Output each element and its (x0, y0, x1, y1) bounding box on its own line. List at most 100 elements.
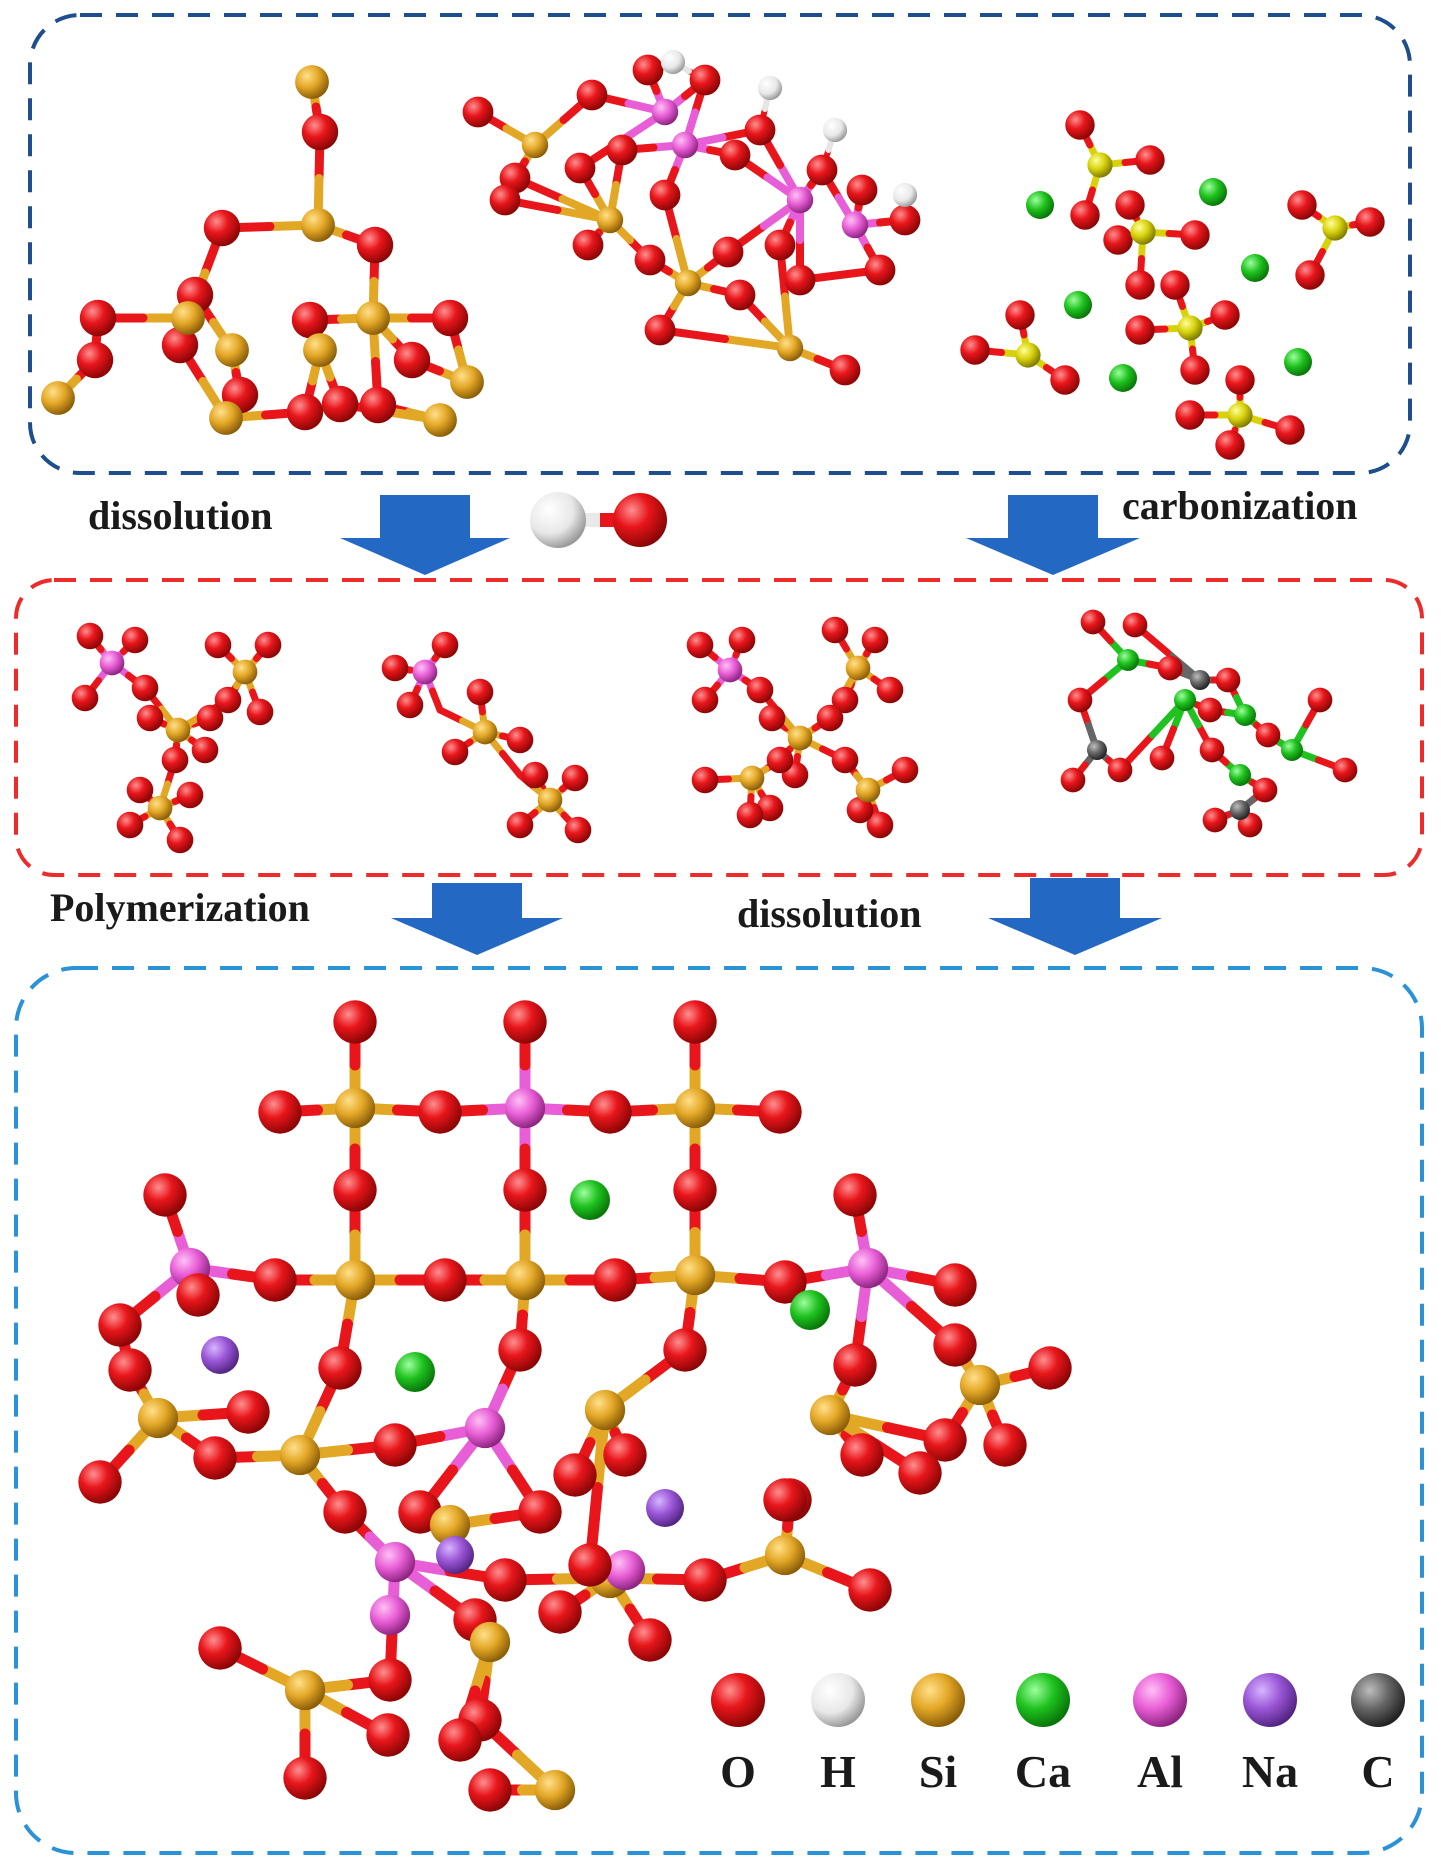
atom-o (318, 1346, 362, 1390)
atom-o (121, 626, 149, 654)
atom-o (204, 631, 232, 659)
atom-o (603, 1433, 647, 1477)
atom-o (628, 1618, 672, 1662)
atom-o (176, 781, 204, 809)
atom-si (787, 725, 813, 751)
atom-o (1122, 612, 1148, 638)
legend-label-al: Al (1137, 1746, 1183, 1797)
atom-o (649, 179, 681, 211)
atom-c (1230, 800, 1250, 820)
atom-o (441, 738, 469, 766)
atom-o (1180, 355, 1210, 385)
atom-o (176, 1273, 220, 1317)
atom-o (79, 299, 117, 337)
atom-s (1227, 402, 1253, 428)
atom-o (846, 174, 878, 206)
atom-o (1225, 365, 1255, 395)
atom-o (98, 1303, 142, 1347)
atom-o (933, 1263, 977, 1307)
atom-o (689, 64, 721, 96)
label-dissolution-mid: dissolution (737, 891, 922, 936)
atom-o (253, 1258, 297, 1302)
atom-o (1149, 745, 1175, 771)
atom-o (1125, 270, 1155, 300)
legend-swatch-na (1243, 1673, 1297, 1727)
atom-si (537, 787, 563, 813)
legend-swatch-c (1351, 1673, 1405, 1727)
atom-o (1125, 315, 1155, 345)
atom-o (960, 335, 990, 365)
atom-al (847, 1247, 889, 1289)
atom-si (295, 65, 329, 99)
atom-si (674, 269, 702, 297)
atom-o (423, 1258, 467, 1302)
legend-label-ca: Ca (1014, 1746, 1072, 1797)
atom-si (674, 1254, 716, 1296)
atom-o (833, 1343, 877, 1387)
atom-o (1160, 270, 1190, 300)
atom-o (784, 264, 816, 296)
bond (436, 706, 466, 725)
atom-o (258, 1090, 302, 1134)
legend-label-o: O (720, 1746, 756, 1797)
atom-o (564, 152, 596, 184)
atom-o (889, 204, 921, 236)
arrow-dissolution-top (340, 495, 510, 575)
atom-o (136, 704, 164, 732)
atom-o (321, 385, 359, 423)
atom-o (468, 1768, 512, 1812)
atom-si (303, 333, 337, 367)
atom-s (1177, 315, 1203, 341)
na-ion (436, 1536, 474, 1574)
atom-o (381, 654, 409, 682)
atom-si (739, 765, 765, 791)
atom-si (584, 1389, 626, 1431)
atom-al (412, 659, 438, 685)
atom-s (1087, 152, 1113, 178)
atom-si (674, 1087, 716, 1129)
atom-o (333, 1000, 377, 1044)
atom-c (1087, 740, 1107, 760)
atom-o (1355, 207, 1385, 237)
atom-o (632, 54, 664, 86)
atom-o (866, 811, 894, 839)
atom-o (498, 1328, 542, 1372)
atom-o (1287, 190, 1317, 220)
atom-o (568, 1543, 612, 1587)
atom-o (503, 1000, 547, 1044)
legend-swatch-al (1133, 1673, 1187, 1727)
atom-ca (1281, 739, 1303, 761)
arrow-dissolution-mid (988, 878, 1162, 955)
atom-o (758, 704, 786, 732)
atom-o (673, 1168, 717, 1212)
atom-s (1322, 215, 1348, 241)
atom-o (806, 154, 838, 186)
product-frame (14, 966, 1424, 1855)
label-dissolution-top: dissolution (88, 493, 273, 538)
atom-si (284, 1669, 326, 1711)
atom-o (848, 1568, 892, 1612)
atom-o (1070, 200, 1100, 230)
atom-o (831, 686, 859, 714)
atom-o (143, 1173, 187, 1217)
atom-o (1028, 1346, 1072, 1390)
atom-o (766, 746, 794, 774)
atom-o (831, 746, 859, 774)
atom-o (593, 1258, 637, 1302)
atom-o (1215, 430, 1245, 460)
atom-o (166, 826, 194, 854)
atom-o (829, 354, 861, 386)
atom-o (756, 794, 784, 822)
atom-o (576, 79, 608, 111)
atom-o (744, 114, 776, 146)
atom-o (712, 236, 744, 268)
atom-o (191, 736, 219, 764)
legend-swatch-ca (1016, 1673, 1070, 1727)
atom-o (78, 1460, 122, 1504)
atom-si (41, 381, 75, 415)
atom-h (757, 75, 783, 101)
atom-si (215, 333, 249, 367)
ca-ion (1064, 291, 1092, 319)
atom-h (892, 182, 918, 208)
